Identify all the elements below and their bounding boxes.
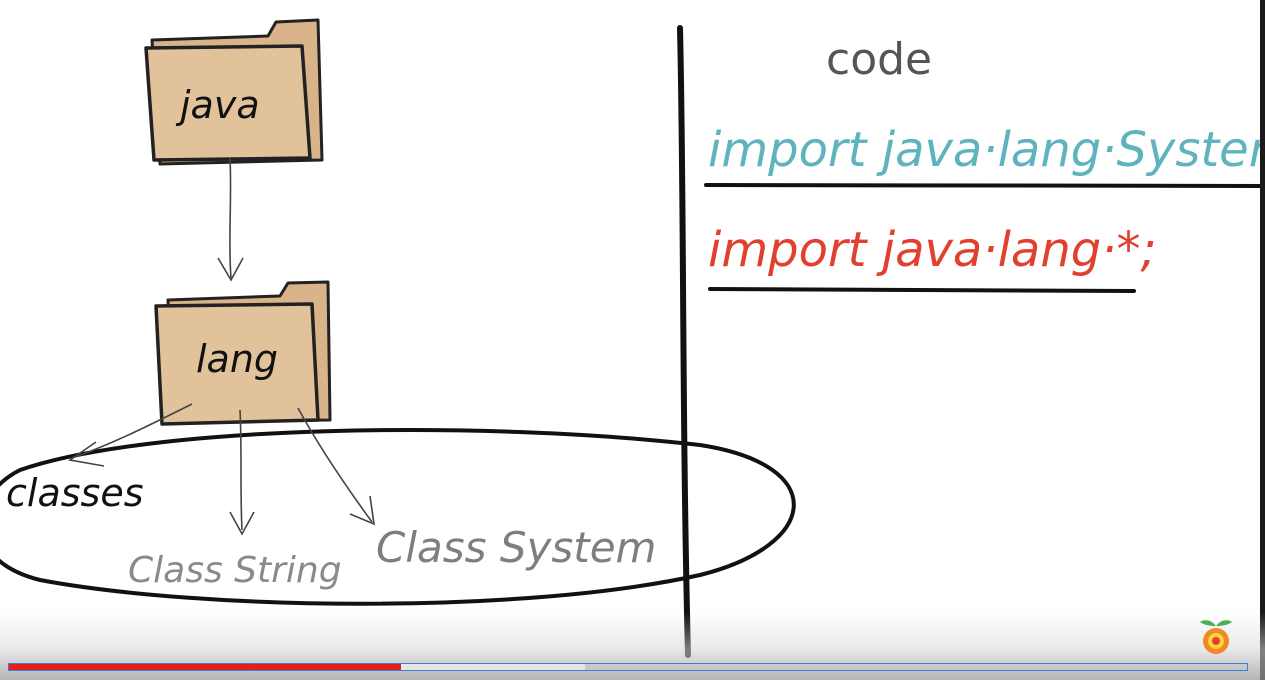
lang-to-class-system-arrow — [297, 407, 375, 526]
import-system-underline — [704, 183, 1264, 188]
class-system-label: Class System — [376, 523, 656, 572]
frame-right-edge — [1260, 0, 1265, 680]
import-wildcard-underline — [708, 287, 1136, 293]
java-to-lang-arrow — [217, 157, 244, 282]
orange-fruit-logo-icon — [1200, 620, 1232, 654]
lang-folder-icon: lang — [154, 280, 332, 426]
panel-divider — [677, 25, 691, 658]
import-system-line: import java·lang·System — [708, 122, 1265, 178]
classes-ellipse — [0, 428, 796, 606]
class-string-label: Class String — [128, 550, 342, 591]
import-wildcard-line: import java·lang·*; — [708, 222, 1157, 278]
code-heading: code — [826, 34, 932, 85]
lang-to-class-string-arrow — [229, 409, 255, 536]
java-folder-icon: java — [144, 18, 324, 166]
lang-folder-label: lang — [196, 337, 278, 381]
java-folder-label: java — [175, 83, 260, 127]
video-played-segment — [9, 664, 402, 670]
classes-label: classes — [6, 471, 144, 515]
video-progress-bar[interactable] — [8, 663, 1248, 671]
lang-to-classes-arrow — [67, 403, 193, 467]
